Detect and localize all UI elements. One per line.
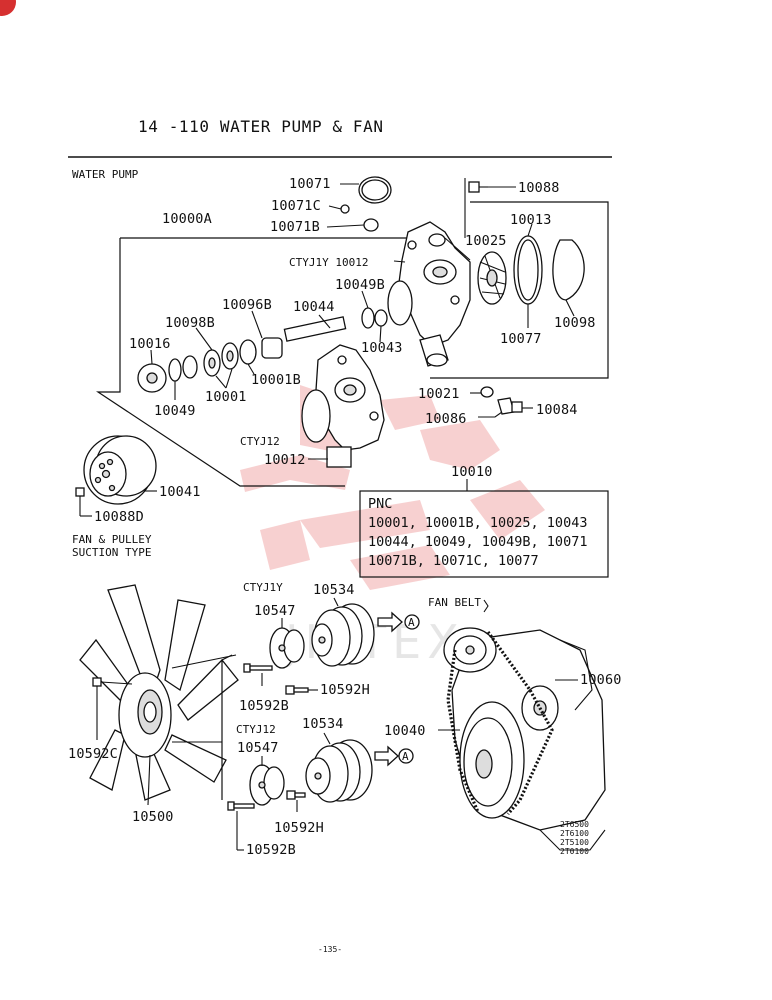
label-10547-lower: 10547 — [237, 740, 279, 756]
section-label: WATER PUMP — [72, 168, 139, 181]
label-10001: 10001 — [205, 389, 247, 405]
fan-pulley-ctyj12 — [305, 739, 373, 803]
engine-code-1: 2T6500 — [560, 820, 589, 829]
bearing-10001b — [239, 339, 257, 365]
spacer-10547-ctyj12 — [249, 764, 285, 806]
label-10012: 10012 — [264, 452, 306, 468]
o-ring-10071c — [340, 204, 350, 214]
label-10043: 10043 — [361, 340, 403, 356]
page-title: 14 -110 WATER PUMP & FAN — [138, 117, 384, 136]
seal-10049b — [361, 307, 375, 329]
plug-10086 — [497, 397, 523, 415]
label-suction-type: SUCTION TYPE — [72, 546, 151, 559]
label-10096b: 10096B — [222, 297, 272, 313]
pnc-heading: PNC — [368, 496, 392, 512]
arrow-to-a-upper — [377, 611, 420, 633]
fan-10500 — [79, 584, 239, 801]
label-fan-belt: FAN BELT — [428, 596, 481, 609]
label-10013: 10013 — [510, 212, 552, 228]
label-ctyj12-upper: CTYJ12 — [240, 435, 280, 448]
label-10592b-lower: 10592B — [246, 842, 296, 858]
ref-a-lower: A — [402, 750, 409, 763]
o-ring-10071b — [363, 218, 379, 232]
spacer-10547-ctyj1y — [269, 627, 305, 669]
label-10086: 10086 — [425, 411, 467, 427]
label-ctyj12-lower: CTYJ12 — [236, 723, 276, 736]
bolt-10592b-ctyj1y — [243, 663, 273, 673]
label-10044: 10044 — [293, 299, 335, 315]
pump-housing-ctyj1y — [387, 221, 471, 367]
seal-10049 — [168, 358, 182, 382]
arrow-to-a-lower — [374, 745, 414, 767]
fan-belt-leader — [483, 599, 489, 613]
bolt-10592c — [92, 677, 133, 740]
label-10001b: 10001B — [251, 372, 301, 388]
ref-a-upper: A — [408, 616, 415, 629]
label-10088d: 10088D — [94, 509, 144, 525]
label-10025: 10025 — [465, 233, 507, 249]
label-10040: 10040 — [384, 723, 426, 739]
bolt-10592b-ctyj12 — [227, 801, 255, 811]
label-10071b: 10071B — [270, 219, 320, 235]
label-fan-pulley: FAN & PULLEY — [72, 533, 152, 546]
bolt-10592h-ctyj1y — [285, 685, 309, 695]
engine-code-2: 2T6100 — [560, 829, 589, 838]
label-10534-upper: 10534 — [313, 582, 355, 598]
label-10592h-lower: 10592H — [274, 820, 324, 836]
label-10592h-upper: 10592H — [320, 682, 370, 698]
o-ring-10021 — [480, 386, 494, 398]
label-10098: 10098 — [554, 315, 596, 331]
o-ring-10071-inner — [361, 179, 389, 201]
pnc-box — [359, 490, 609, 578]
label-10016: 10016 — [129, 336, 171, 352]
fan-pulley-ctyj1y — [311, 603, 375, 667]
bolt-10592h-ctyj12 — [286, 790, 306, 800]
corner-stamp — [0, 0, 16, 16]
label-10060: 10060 — [580, 672, 622, 688]
shaft-10044 — [283, 316, 347, 342]
gasket-10077-inner — [517, 239, 539, 301]
seal-10043 — [374, 309, 388, 327]
label-10049: 10049 — [154, 403, 196, 419]
label-10547-upper: 10547 — [254, 603, 296, 619]
pnc-line-3: 10071B, 10071C, 10077 — [368, 553, 539, 569]
label-ctyj1y-10012: CTYJ1Y 10012 — [289, 256, 368, 269]
label-10041: 10041 — [159, 484, 201, 500]
label-10592b-upper: 10592B — [239, 698, 289, 714]
impeller-10025 — [477, 251, 507, 305]
label-10077: 10077 — [500, 331, 542, 347]
bolt-10088 — [468, 181, 488, 193]
engine-code-3: 2T5100 — [560, 838, 589, 847]
bolt-10088d — [75, 487, 92, 517]
engine-code-4: 2T0100 — [560, 847, 589, 856]
watermark-logo — [240, 385, 545, 590]
seal-10098b — [182, 355, 198, 379]
pump-housing-ctyj12 — [301, 344, 385, 468]
spacer-10096b — [261, 337, 283, 359]
label-10592c: 10592C — [68, 746, 118, 762]
label-10049b: 10049B — [335, 277, 385, 293]
pnc-line-2: 10044, 10049, 10049B, 10071 — [368, 534, 587, 550]
label-10098b: 10098B — [165, 315, 215, 331]
label-ctyj1y-lower: CTYJ1Y — [243, 581, 283, 594]
label-10071: 10071 — [289, 176, 331, 192]
assembly-frame-10000a — [96, 201, 609, 487]
page-number: -135- — [318, 945, 342, 954]
label-10088: 10088 — [518, 180, 560, 196]
pulley-10041 — [83, 435, 157, 505]
label-10084: 10084 — [536, 402, 578, 418]
label-10500: 10500 — [132, 809, 174, 825]
o-ring-group — [340, 176, 392, 232]
label-10021: 10021 — [418, 386, 460, 402]
shaft-assembly — [137, 307, 388, 393]
pnc-line-1: 10001, 10001B, 10025, 10043 — [368, 515, 587, 531]
label-10071c: 10071C — [271, 198, 321, 214]
label-10010: 10010 — [451, 464, 493, 480]
snap-ring-10098 — [552, 239, 585, 301]
label-10534-lower: 10534 — [302, 716, 344, 732]
engine-fan-belt-drawing — [443, 627, 606, 851]
label-10000a: 10000A — [162, 211, 212, 227]
